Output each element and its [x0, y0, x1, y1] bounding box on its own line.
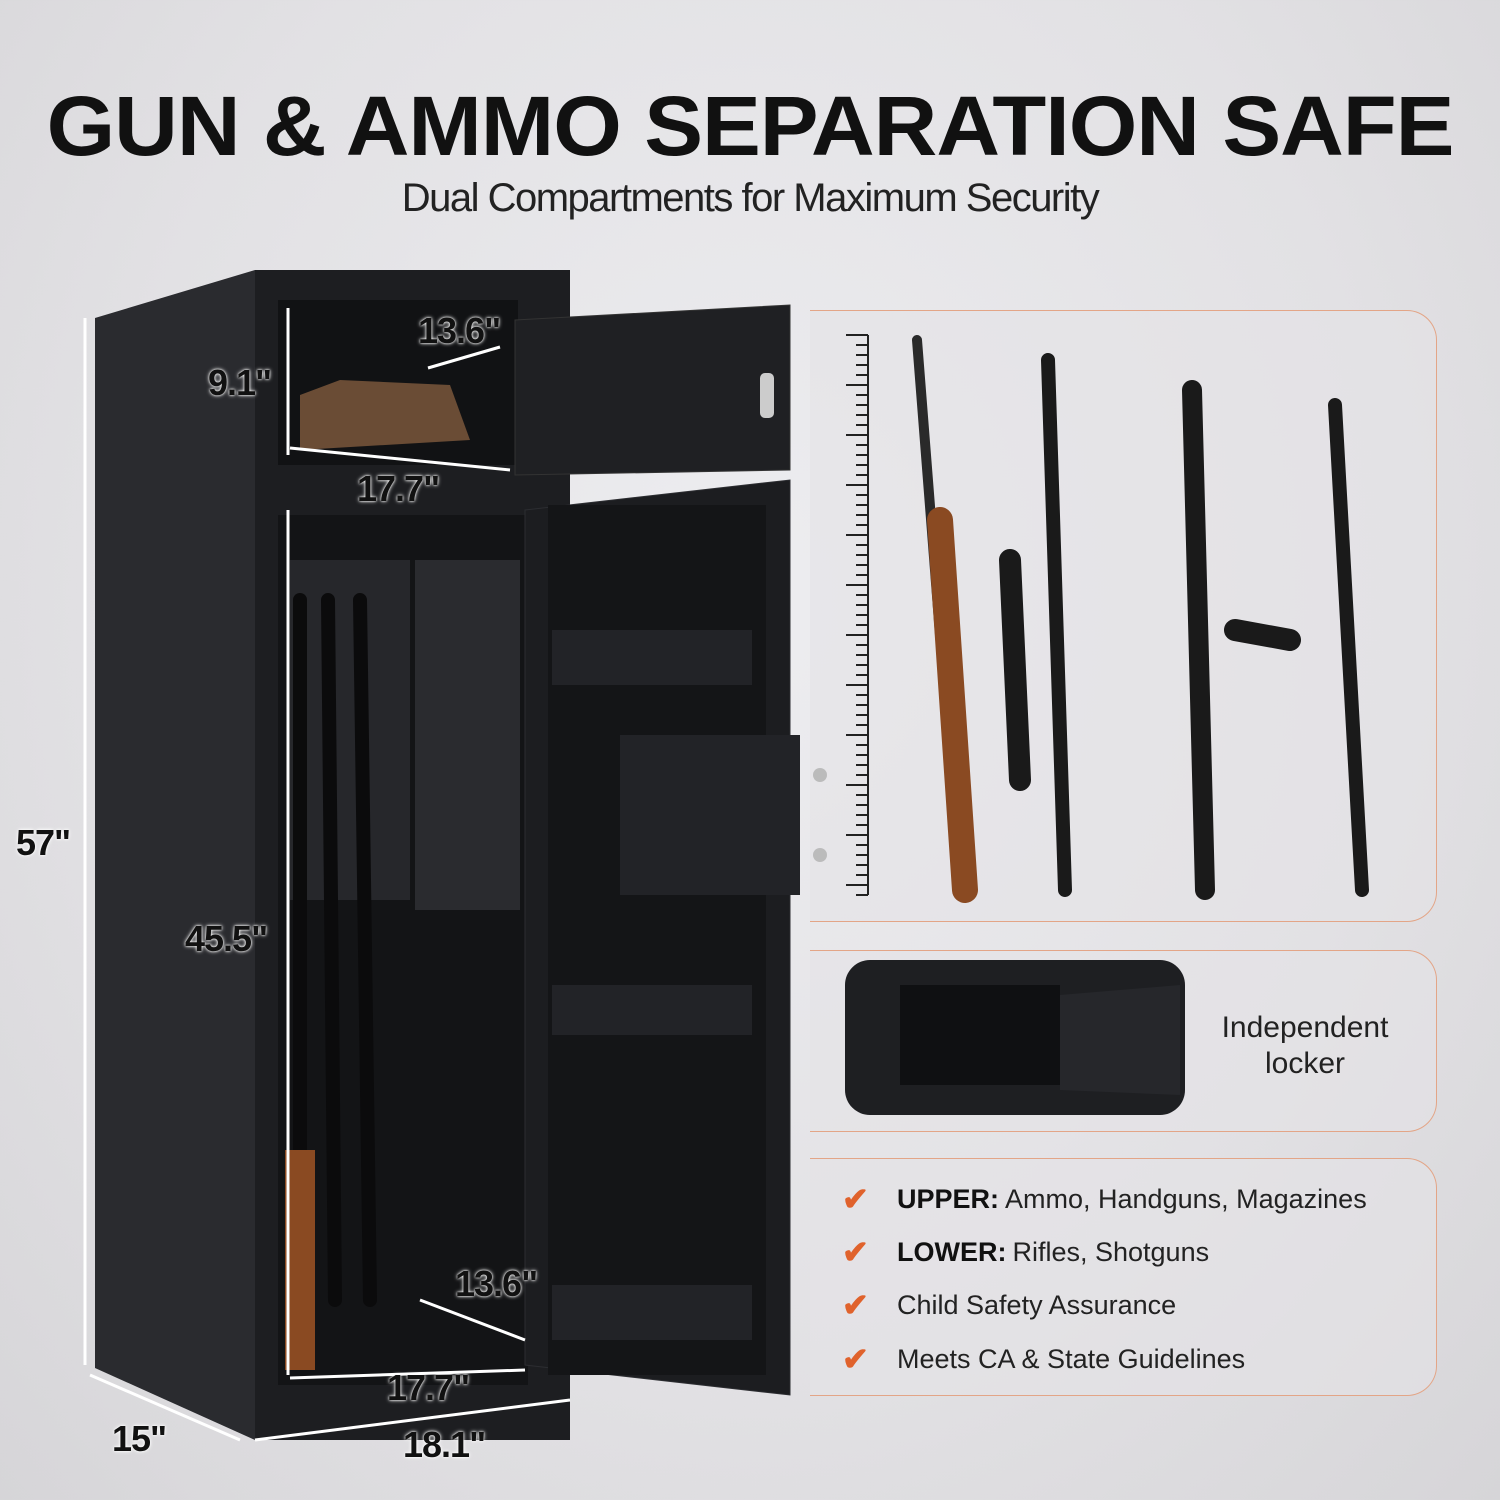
- locker-label: Independent locker: [1221, 1011, 1389, 1080]
- dim-lower-width: 17.7": [387, 1367, 470, 1408]
- upper-locker-door: [514, 304, 791, 476]
- pegboard: [415, 560, 520, 910]
- features-panel: [810, 1158, 1437, 1396]
- precision-rifle: [1328, 398, 1369, 897]
- keypad-box: [620, 735, 800, 895]
- page-subtitle: Dual Compartments for Maximum Security: [401, 176, 1100, 220]
- door-rack-middle: [552, 985, 752, 1035]
- check-icon: ✔: [842, 1287, 869, 1323]
- rifle-stock: [285, 1150, 315, 1370]
- check-icon: ✔: [842, 1341, 869, 1377]
- dim-lower-depth: 13.6": [455, 1263, 538, 1304]
- door-rack-top: [552, 630, 752, 685]
- hinge: [813, 768, 827, 782]
- dim-outer-depth: 15": [112, 1418, 167, 1459]
- dim-lower-height: 45.5": [185, 918, 268, 959]
- gun-illustrations: [912, 335, 1369, 903]
- sniper-rifle: [1041, 353, 1072, 897]
- check-icon: ✔: [842, 1234, 869, 1270]
- dim-upper-depth: 13.6": [418, 310, 501, 351]
- ar-rifle: [1182, 380, 1215, 900]
- dim-total-height: 57": [16, 822, 71, 863]
- safe-side: [95, 270, 255, 1440]
- feature-item: ✔UPPER:Ammo, Handguns, Magazines: [842, 1181, 1367, 1217]
- check-icon: ✔: [842, 1181, 869, 1217]
- feature-item: ✔Child Safety Assurance: [842, 1287, 1177, 1323]
- feature-item: ✔Meets CA & State Guidelines: [842, 1341, 1246, 1377]
- door-rack-bottom: [552, 1285, 752, 1340]
- page-title: GUN & AMMO SEPARATION SAFE: [46, 79, 1455, 173]
- feature-item: ✔LOWER:Rifles, Shotguns: [842, 1234, 1210, 1270]
- dim-outer-width: 18.1": [403, 1424, 486, 1465]
- shotgun-stock: [927, 507, 978, 903]
- locker-lock: [760, 373, 774, 418]
- ruler-ticks: [846, 334, 868, 896]
- dim-upper-width: 17.7": [357, 468, 440, 509]
- dimension-lines: [83, 308, 571, 1442]
- dim-upper-height: 9.1": [208, 362, 272, 403]
- hinge: [813, 848, 827, 862]
- ammo-magazines: [300, 380, 470, 450]
